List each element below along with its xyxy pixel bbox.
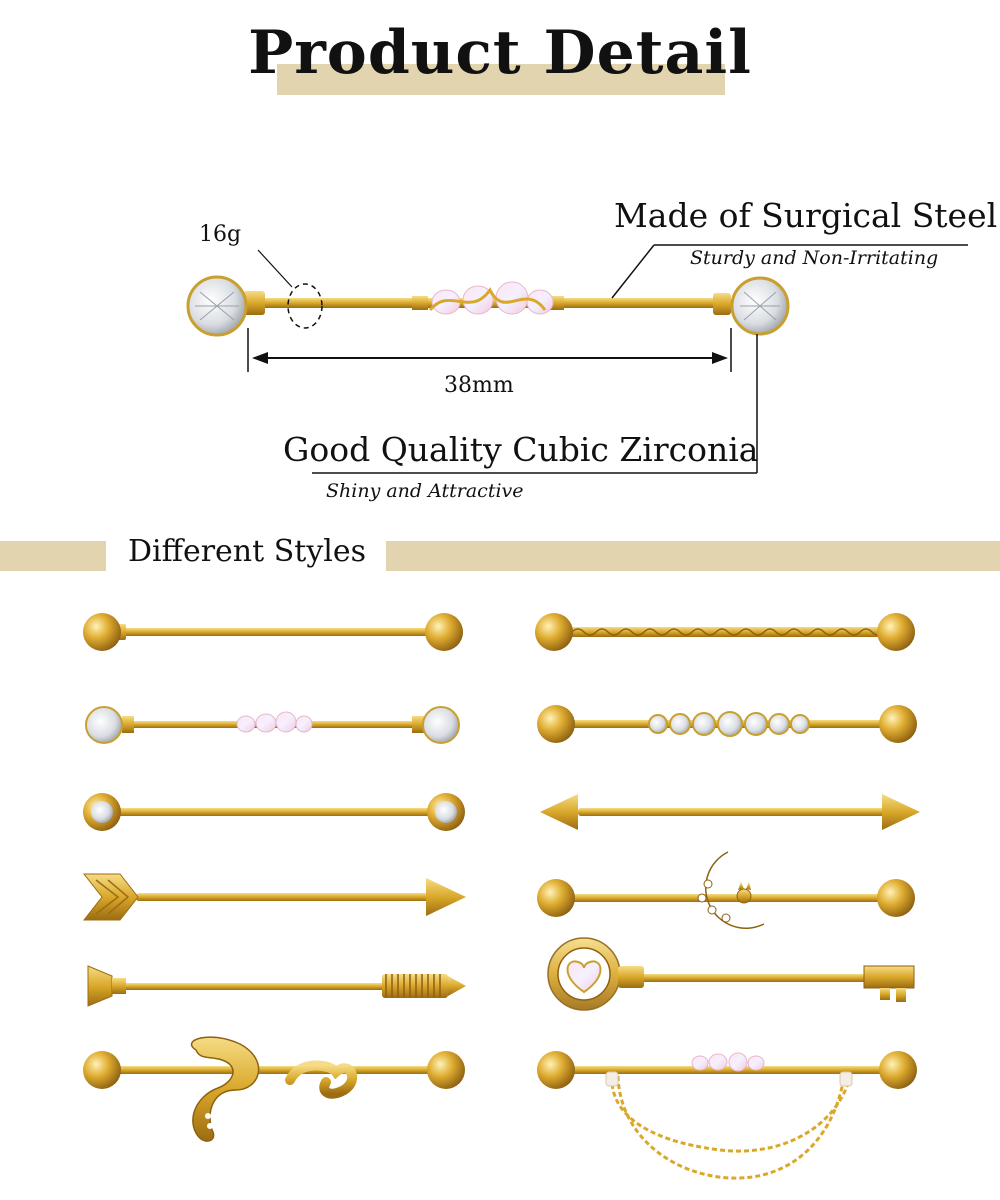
ball-ends-plain-bar-icon — [83, 613, 463, 651]
arrow-bar-icon — [82, 873, 466, 921]
double-spike-bar-icon — [540, 794, 920, 830]
moon-cat-bar-icon — [537, 851, 915, 929]
section-band-right — [386, 541, 1000, 571]
section-band-left — [0, 541, 106, 571]
title-band — [277, 64, 725, 95]
steel-pointer-line — [611, 244, 655, 299]
gauge-marker — [287, 283, 323, 329]
dimension-arrowhead-left — [252, 352, 268, 364]
length-label: 38mm — [444, 373, 514, 398]
gauge-pointer-line — [257, 249, 293, 288]
chain-dangle-bar-icon — [537, 1051, 917, 1180]
main-barbell-icon — [186, 275, 790, 337]
material-subtitle: Sturdy and Non-Irritating — [690, 247, 939, 269]
screw-bar-icon — [87, 965, 466, 1007]
material-title: Made of Surgical Steel — [614, 196, 998, 235]
section-title: Different Styles — [128, 534, 367, 569]
twisted-bar-icon — [535, 613, 915, 651]
stone-subtitle: Shiny and Attractive — [326, 480, 524, 502]
stone-title: Good Quality Cubic Zirconia — [283, 430, 759, 469]
snake-bar-icon — [83, 1036, 465, 1142]
bezel-gem-ends-bar-icon — [83, 793, 465, 831]
heart-key-bar-icon — [547, 937, 915, 1011]
crystal-ends-opal-bar-icon — [85, 706, 460, 744]
seven-gem-bar-icon — [537, 705, 917, 743]
page-title: Product Detail — [248, 18, 752, 88]
dimension-arrowhead-right — [712, 352, 728, 364]
gauge-label: 16g — [199, 222, 242, 247]
